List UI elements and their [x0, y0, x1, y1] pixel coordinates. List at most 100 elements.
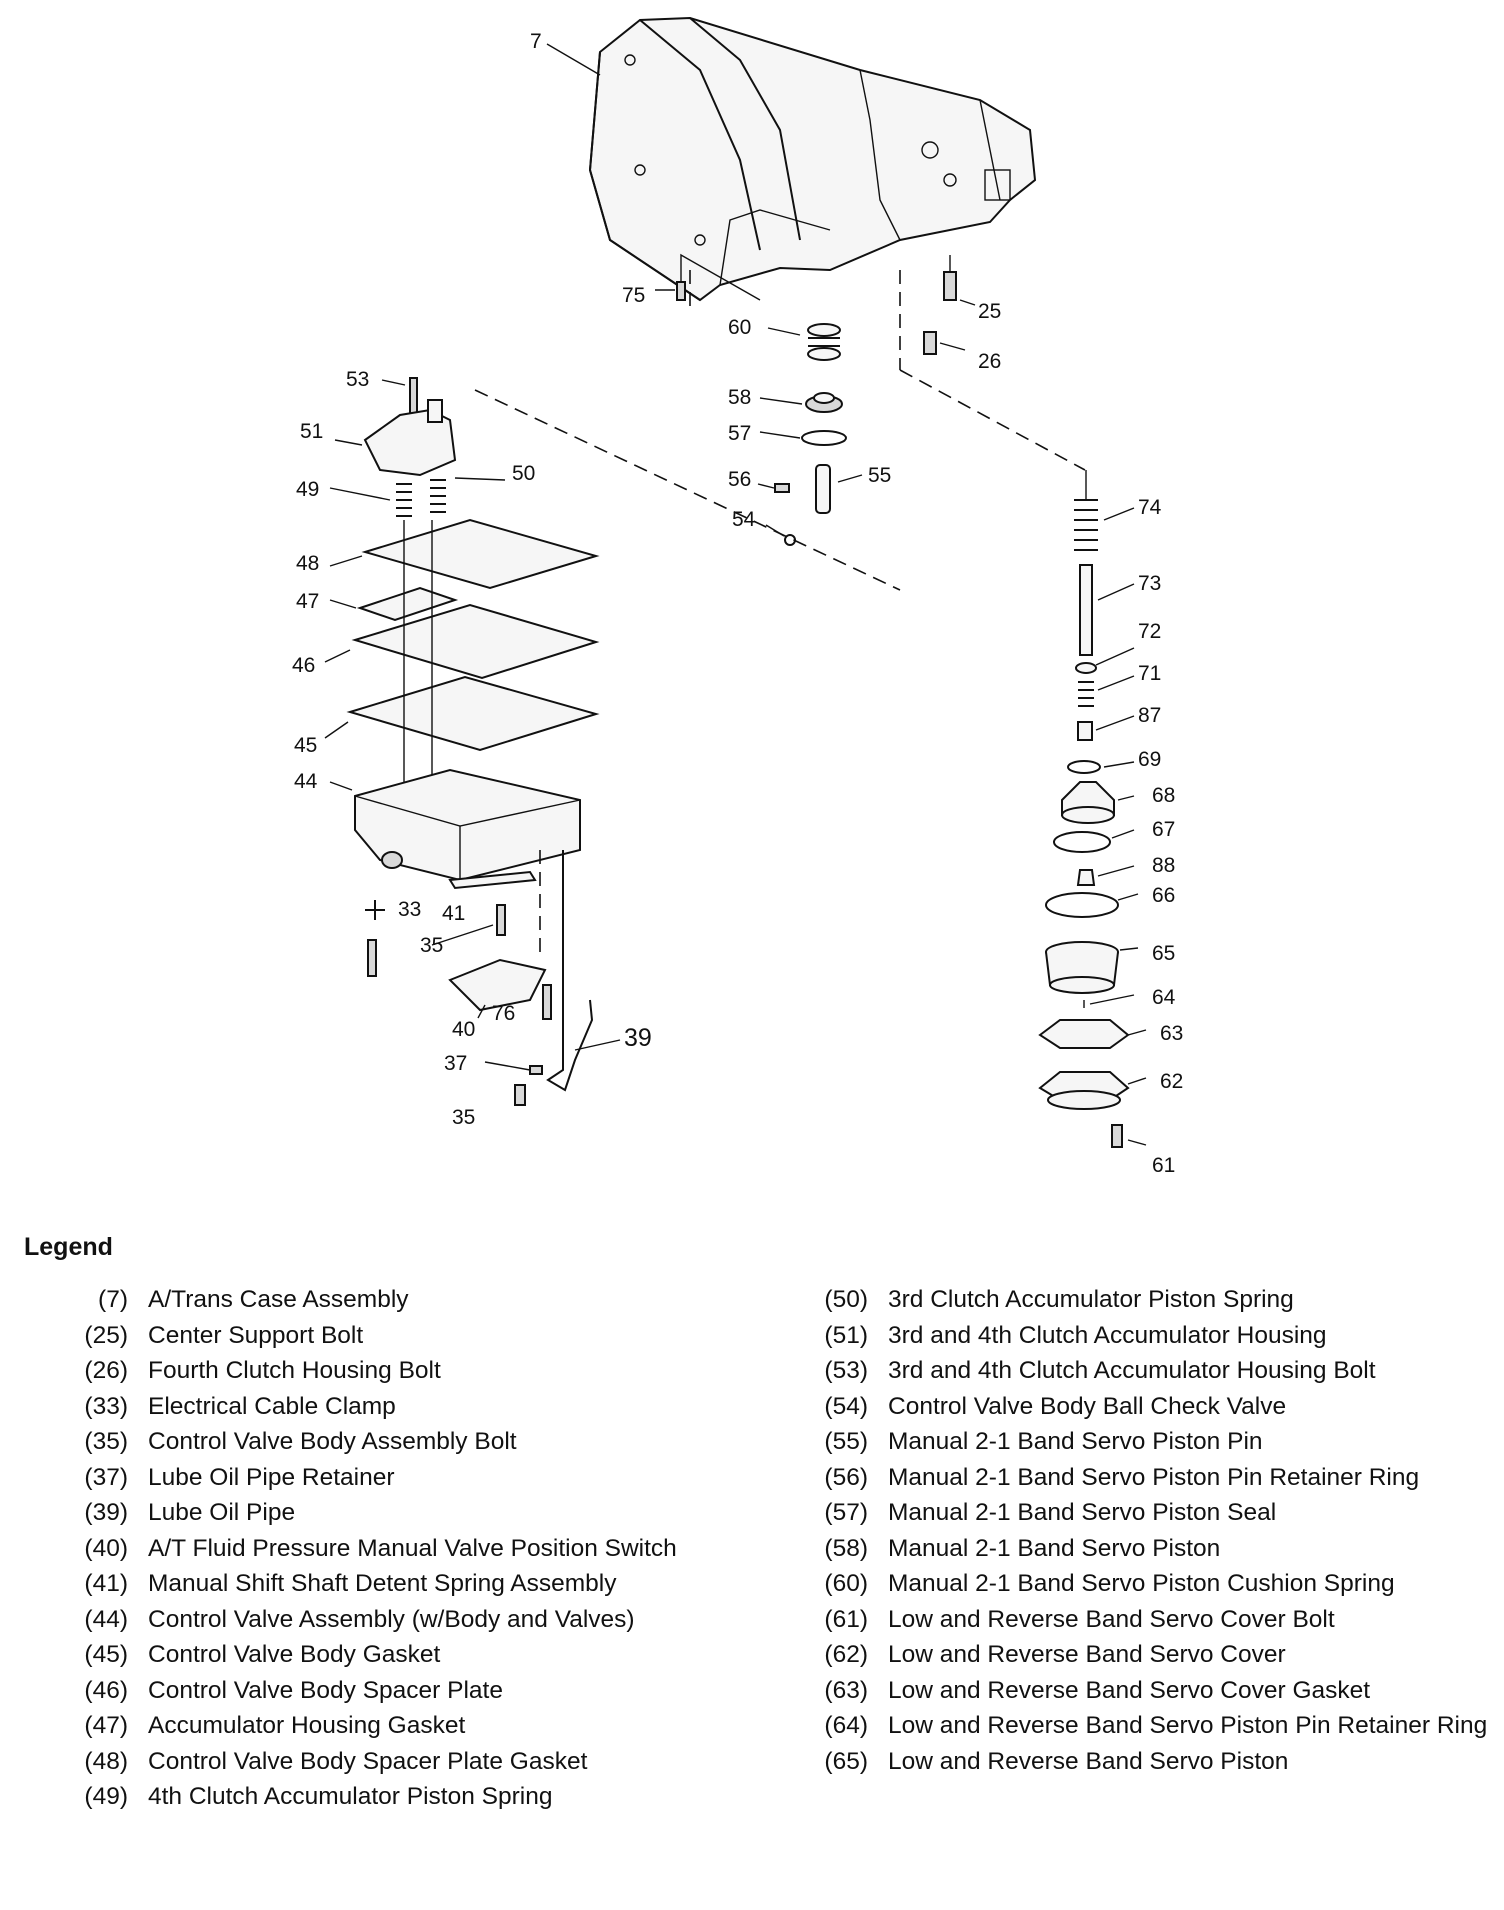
bolt-26 — [923, 331, 966, 355]
valve-body-gasket-45 — [324, 675, 600, 752]
retainer-ring-56 — [757, 483, 790, 493]
legend-item: (55)Manual 2-1 Band Servo Piston Pin — [800, 1427, 1500, 1456]
transmission-case — [588, 16, 1037, 302]
legend-item: (65)Low and Reverse Band Servo Piston — [800, 1747, 1500, 1776]
legend-description: Manual 2-1 Band Servo Piston Cushion Spr… — [888, 1570, 1395, 1597]
callout-44: 44 — [294, 770, 318, 793]
legend-description: A/Trans Case Assembly — [148, 1286, 409, 1313]
callout-45: 45 — [294, 734, 317, 757]
legend-item: (35) Control Valve Body Assembly Bolt — [60, 1427, 700, 1456]
legend-number: (44) — [84, 1605, 128, 1633]
callout-69: 69 — [1138, 748, 1161, 771]
legend-item: (56) Manual 2-1 Band Servo Piston Pin Ret… — [800, 1463, 1500, 1492]
legend-item: (60) Manual 2-1 Band Servo Piston Cushion… — [800, 1569, 1500, 1598]
legend-number: (37) — [84, 1463, 128, 1491]
legend-number: (63) — [824, 1676, 868, 1704]
legend-number: (62) — [824, 1641, 868, 1668]
legend-item: (61)Low and Reverse Band Servo Cover Bol… — [800, 1605, 1500, 1634]
position-switch-40 — [448, 958, 547, 1019]
legend-number: (56) — [824, 1463, 868, 1491]
legend-description: Manual 2-1 Band Servo Piston Pin Retaine… — [888, 1463, 1420, 1491]
callout-72: 72 — [1138, 620, 1161, 643]
accumulator-gasket-47 — [329, 586, 459, 622]
legend-description: Manual Shift Shaft Detent Spring Assembl… — [148, 1570, 617, 1597]
lube-oil-pipe-39 — [546, 850, 621, 1092]
callout-76: 76 — [492, 1002, 515, 1025]
servo-piston-seal-57 — [759, 430, 847, 446]
callout-60: 60 — [728, 316, 751, 339]
legend-number: (49) — [84, 1783, 128, 1810]
legend-number: (33) — [84, 1392, 128, 1420]
legend-heading: Legend — [24, 1233, 113, 1261]
legend-description: Manual 2-1 Band Servo Piston Pin — [888, 1428, 1263, 1455]
legend-description: A/T Fluid Pressure Manual Valve Position… — [148, 1534, 677, 1562]
callout-51: 51 — [300, 420, 323, 443]
legend-item: (39)Lube Oil Pipe — [60, 1498, 700, 1527]
legend-description: Manual 2-1 Band Servo Piston — [888, 1534, 1221, 1562]
legend-description: Control Valve Body Gasket — [148, 1641, 441, 1668]
callout-67: 67 — [1152, 818, 1175, 841]
legend-description: 3rd Clutch Accumulator Piston Spring — [888, 1286, 1294, 1313]
control-valve-assembly-44 — [329, 768, 581, 882]
legend-description: Control Valve Body Assembly Bolt — [148, 1428, 517, 1455]
exploded-view-svg: 7 75 60 25 26 58 57 56 55 54 53 51 50 49… — [292, 16, 1183, 1177]
detent-spring-41 — [448, 870, 537, 890]
legend-number: (60) — [824, 1570, 868, 1597]
callout-33: 33 — [398, 898, 421, 921]
legend-item: (37) Lube Oil Pipe Retainer — [60, 1463, 700, 1492]
callout-26: 26 — [978, 350, 1001, 373]
legend-number: (58) — [824, 1534, 868, 1562]
legend-description: 4th Clutch Accumulator Piston Spring — [148, 1783, 553, 1810]
callout-55: 55 — [868, 464, 891, 487]
legend-item: (7)A/Trans Case Assembly — [60, 1285, 700, 1314]
bolt-25 — [943, 255, 976, 306]
legend-description: Control Valve Body Spacer Plate Gasket — [148, 1747, 588, 1775]
legend-item: (26)Fourth Clutch Housing Bolt — [60, 1356, 700, 1385]
legend-description: Control Valve Assembly (w/Body and Valve… — [148, 1605, 635, 1633]
callout-35-upper: 35 — [420, 934, 443, 957]
legend-item: (51)3rd and 4th Clutch Accumulator Housi… — [800, 1321, 1500, 1350]
ball-check-valve-54 — [765, 524, 796, 546]
callout-66: 66 — [1152, 884, 1175, 907]
callout-25: 25 — [978, 300, 1001, 323]
callout-48: 48 — [296, 552, 319, 575]
legend-item: (45) Control Valve Body Gasket — [60, 1640, 700, 1669]
legend-item: (62) Low and Reverse Band Servo Cover — [800, 1640, 1500, 1669]
callout-56: 56 — [728, 468, 751, 491]
legend-number: (45) — [84, 1641, 128, 1668]
legend-item: (41) Manual Shift Shaft Detent Spring Ass… — [60, 1569, 700, 1598]
legend-description: Control Valve Body Spacer Plate — [148, 1676, 503, 1704]
legend-number: (51) — [824, 1321, 868, 1349]
callout-53: 53 — [346, 368, 369, 391]
callout-50: 50 — [512, 462, 535, 485]
callout-62: 62 — [1160, 1070, 1183, 1093]
legend-number: (35) — [84, 1428, 128, 1455]
legend-item: (63)Low and Reverse Band Servo Cover Gas… — [800, 1676, 1500, 1705]
legend-number: (48) — [84, 1747, 128, 1775]
legend-description: Electrical Cable Clamp — [148, 1392, 396, 1420]
legend-description: Low and Reverse Band Servo Cover — [888, 1641, 1286, 1668]
legend-item: (54)Control Valve Body Ball Check Valve — [800, 1392, 1500, 1421]
legend-item: (48) Control Valve Body Spacer Plate Gask… — [60, 1747, 700, 1776]
legend-description: Manual 2-1 Band Servo Piston Seal — [888, 1499, 1277, 1526]
callout-63: 63 — [1160, 1022, 1183, 1045]
callout-47: 47 — [296, 590, 319, 613]
callout-46: 46 — [292, 654, 315, 677]
legend-item: (53)3rd and 4th Clutch Accumulator Housi… — [800, 1356, 1500, 1385]
legend-number: (41) — [84, 1570, 128, 1597]
legend-number: (61) — [824, 1605, 868, 1633]
legend-item: (46)Control Valve Body Spacer Plate — [60, 1676, 700, 1705]
legend-item: (50)3rd Clutch Accumulator Piston Spring — [800, 1285, 1500, 1314]
callout-58: 58 — [728, 386, 751, 409]
legend-description: Low and Reverse Band Servo Piston — [888, 1747, 1289, 1775]
legend-item: (64)Low and Reverse Band Servo Piston Pi… — [800, 1711, 1500, 1740]
callout-57: 57 — [728, 422, 751, 445]
legend-description: Lube Oil Pipe Retainer — [148, 1463, 395, 1491]
legend-right-column: (50)3rd Clutch Accumulator Piston Spring… — [800, 1285, 1500, 1782]
servo-piston-58 — [759, 392, 843, 413]
callout-7: 7 — [530, 30, 542, 53]
callout-74: 74 — [1138, 496, 1162, 519]
callout-61: 61 — [1152, 1154, 1175, 1177]
legend-item: (25)Center Support Bolt — [60, 1321, 700, 1350]
callout-87: 87 — [1138, 704, 1161, 727]
